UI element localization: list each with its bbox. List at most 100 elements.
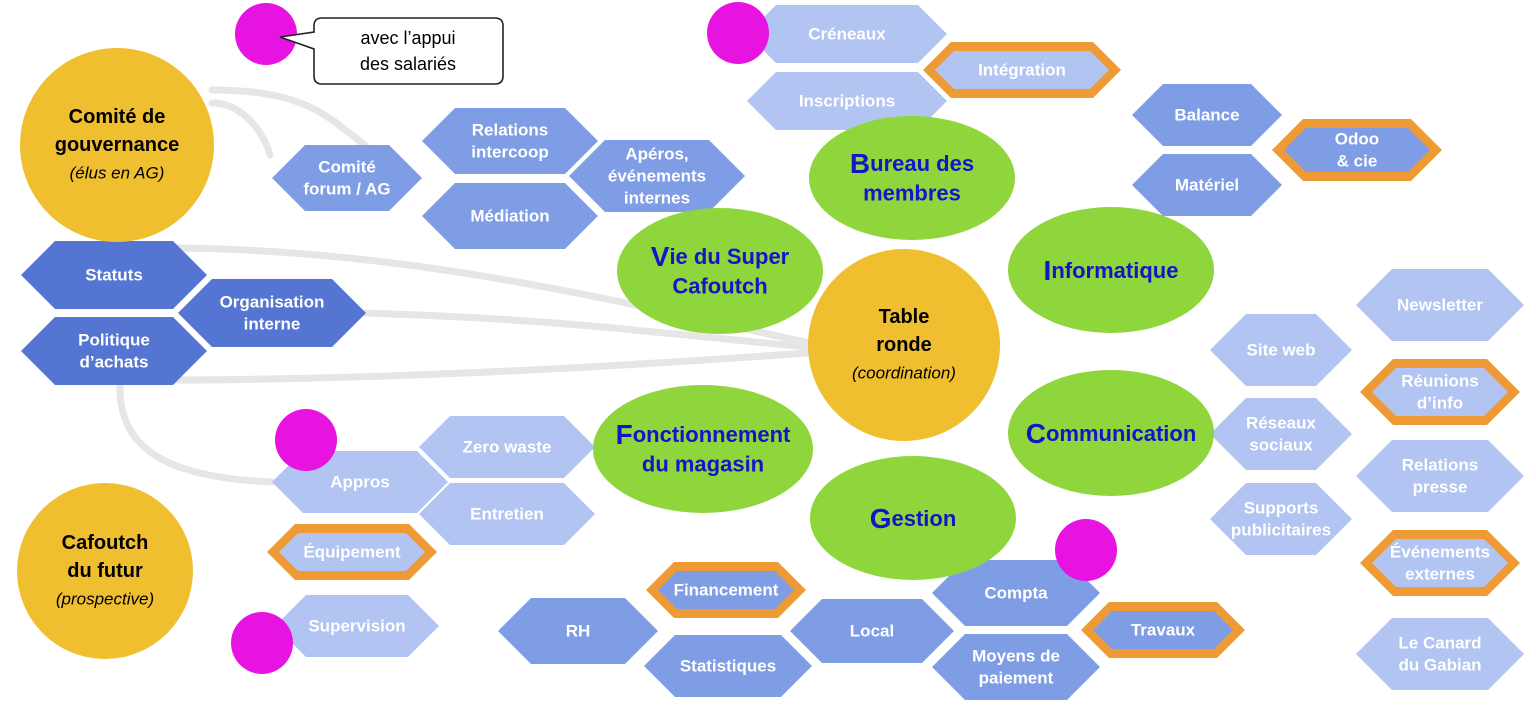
- hex-shape: [422, 108, 598, 174]
- ellipse-label: Cafoutch: [672, 274, 767, 299]
- connector-links: [116, 86, 826, 486]
- salaried-markers: [231, 2, 1117, 674]
- circle-shape: [808, 249, 1000, 441]
- hex-label: du Gabian: [1398, 656, 1481, 675]
- circle-label: du futur: [67, 560, 143, 582]
- hex-node-travaux: Travaux: [1081, 602, 1245, 658]
- hex-label: Inscriptions: [799, 92, 895, 111]
- hex-label: Balance: [1174, 106, 1239, 125]
- hex-shape: [279, 533, 425, 571]
- circle-shape: [20, 48, 214, 242]
- hex-label: Entretien: [470, 505, 544, 524]
- hex-node-site-web: Site web: [1210, 314, 1352, 386]
- salaried-marker-dot: [231, 612, 293, 674]
- connector-line: [116, 381, 276, 486]
- hex-label: Relations: [1402, 456, 1479, 475]
- hex-label: Intégration: [978, 61, 1066, 80]
- ellipse-label: du magasin: [642, 452, 764, 477]
- hex-node-compta: Compta: [932, 560, 1100, 626]
- hex-shape: [747, 5, 947, 63]
- hex-shape: [1356, 618, 1524, 690]
- hex-node-local: Local: [790, 599, 954, 663]
- hex-label: Appros: [330, 473, 390, 492]
- circle-subtitle: (prospective): [56, 590, 154, 609]
- hex-shape: [1132, 84, 1282, 146]
- hex-label: Zero waste: [463, 438, 552, 457]
- connector-line: [356, 309, 824, 352]
- ellipse-shape: [1008, 207, 1214, 333]
- hex-node-creneaux: Créneaux: [747, 5, 947, 63]
- hex-shape: [272, 145, 422, 211]
- hex-shape: [569, 140, 745, 212]
- hex-label: d’achats: [80, 353, 149, 372]
- hex-shape: [419, 483, 595, 545]
- hex-label: Réseaux: [1246, 414, 1316, 433]
- salaried-marker-dot: [1055, 519, 1117, 581]
- hex-shape: [1372, 539, 1508, 587]
- hex-node-zero-waste: Zero waste: [419, 416, 595, 478]
- hex-label: événements: [608, 167, 706, 186]
- ellipse-label: Gestion: [870, 503, 957, 534]
- hex-node-comite-forum-ag: Comité forum / AG: [272, 145, 422, 211]
- hex-shape: [747, 72, 947, 130]
- hex-label: Supports: [1244, 499, 1319, 518]
- ellipse-label: Vie du Super: [651, 241, 790, 272]
- ellipse-node-informatique: Informatique: [1008, 207, 1214, 333]
- hex-node-statistiques: Statistiques: [644, 635, 812, 697]
- ellipse-label: Informatique: [1044, 255, 1179, 286]
- hex-label: Apéros,: [625, 145, 688, 164]
- hex-label: Comité: [318, 158, 376, 177]
- hex-shape: [644, 635, 812, 697]
- hex-label: Organisation: [220, 293, 325, 312]
- ellipse-shape: [617, 208, 823, 334]
- ellipse-label: Bureau des: [850, 148, 974, 179]
- hex-node-odoo-cie: Odoo& cie: [1272, 119, 1442, 181]
- hex-label: Local: [850, 622, 894, 641]
- hex-label: Financement: [674, 581, 779, 600]
- hex-label: Équipement: [303, 543, 401, 562]
- hex-shape: [1132, 154, 1282, 216]
- circle-subtitle: (élus en AG): [70, 164, 165, 183]
- hex-label: sociaux: [1249, 436, 1313, 455]
- hex-shape: [275, 595, 439, 657]
- hex-label: Relations: [472, 121, 549, 140]
- hex-node-newsletter: Newsletter: [1356, 269, 1524, 341]
- hex-node-rh: RH: [498, 598, 658, 664]
- hex-label: paiement: [979, 669, 1054, 688]
- hex-node-financement: Financement: [646, 562, 806, 618]
- hex-label: presse: [1413, 478, 1468, 497]
- ellipse-shape: [810, 456, 1016, 580]
- hex-node-materiel: Matériel: [1132, 154, 1282, 216]
- hex-node-statuts: Statuts: [21, 241, 207, 309]
- connector-line: [208, 86, 369, 149]
- hex-label: Événements: [1390, 543, 1490, 562]
- hex-node-inscriptions: Inscriptions: [747, 72, 947, 130]
- circle-label: gouvernance: [55, 134, 179, 156]
- hex-label: Matériel: [1175, 176, 1239, 195]
- hex-shape: [1284, 128, 1430, 172]
- callout-bubble: avec l’appui des salariés: [279, 17, 504, 85]
- hex-label: externes: [1405, 565, 1475, 584]
- hex-shape: [419, 416, 595, 478]
- hex-label: forum / AG: [303, 180, 390, 199]
- hex-shape: [932, 560, 1100, 626]
- hex-label: RH: [566, 622, 591, 641]
- hex-node-integration: Intégration: [923, 42, 1121, 98]
- ellipse-label: Fonctionnement: [616, 419, 791, 450]
- hex-shape: [1210, 483, 1352, 555]
- hex-label: Travaux: [1131, 621, 1196, 640]
- salaried-marker-dot: [275, 409, 337, 471]
- salaried-marker-dot: [235, 3, 297, 65]
- ellipse-shape: [1008, 370, 1214, 496]
